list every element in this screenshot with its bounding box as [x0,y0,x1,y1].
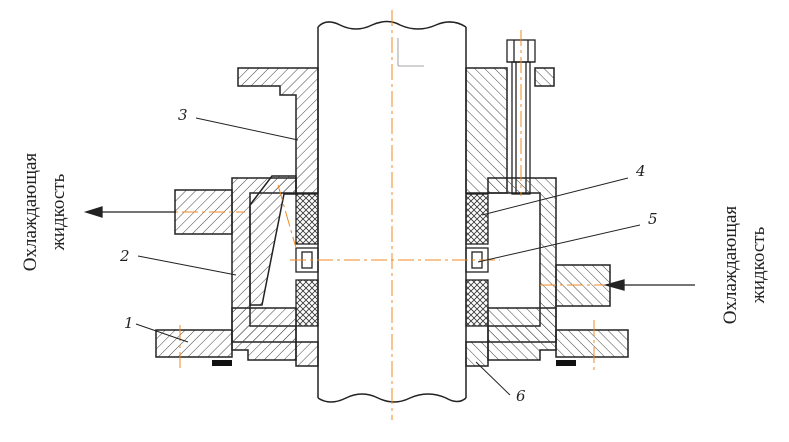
gaskets [212,360,576,366]
right-caption-line1: Охлаждающая [720,206,741,325]
part-number-6: 6 [516,387,526,405]
left-housing [174,175,297,343]
upper-flange [237,67,555,194]
part-number-3: 3 [178,106,188,124]
left-caption: Охлаждающая жидкость [20,153,69,272]
right-caption: Охлаждающая жидкость [720,206,769,325]
part-number-5: 5 [648,210,658,228]
flow-arrows [83,206,695,291]
axis-symbol [397,38,424,67]
packing-rings [295,193,489,327]
part-number-1: 1 [124,314,134,332]
part-number-2: 2 [119,247,130,265]
left-caption-line1: Охлаждающая [20,153,41,272]
right-caption-line2: жидкость [748,226,769,304]
bottom-flange [155,307,629,367]
left-caption-line2: жидкость [48,173,69,251]
centerlines [155,10,615,420]
leader-lines [135,117,641,396]
part-number-4: 4 [635,162,646,180]
